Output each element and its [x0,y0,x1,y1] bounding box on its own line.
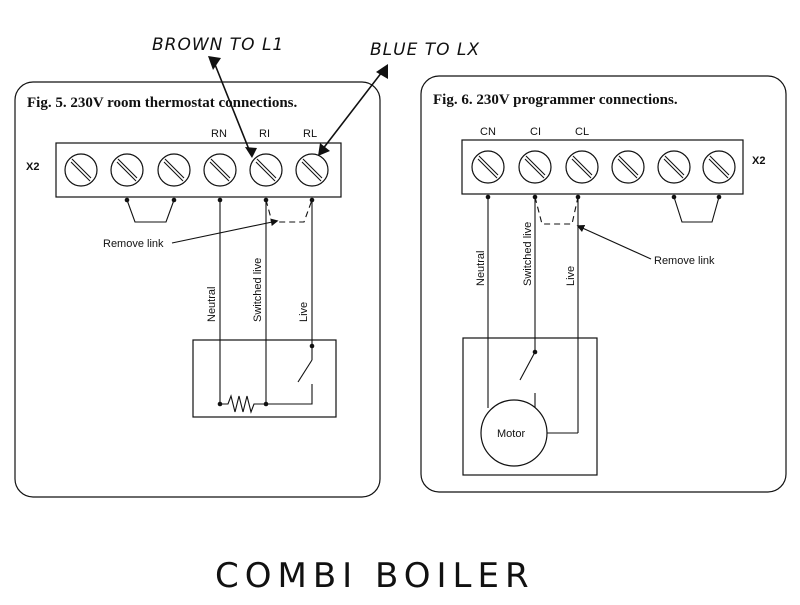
fig6-terminal-cl: CL [575,126,589,138]
fig6-terminal-strip [461,139,744,195]
motor-icon [480,399,548,467]
screw-terminal-icon [611,150,645,184]
screw-terminal-icon [565,150,599,184]
fig5-remove-link [265,199,313,223]
fig5-wire-live: Live [298,302,310,322]
bottom-note: COMBI BOILER [215,556,535,596]
fig6-terminal-ci: CI [530,126,541,138]
fig5-thermostat-box [192,339,337,418]
pen-arrow-icon [376,64,388,79]
fig6-remove-link-arrow [576,225,652,260]
screw-terminal-icon [249,153,283,187]
switch-icon [297,359,313,383]
fig5-fixed-link [126,199,175,223]
blue-note: BLUE TO LX [370,40,480,60]
screw-terminal-icon [657,150,691,184]
fig5-panel: Fig. 5. 230V room thermostat connections… [14,81,381,498]
fig6-wire-switched-live: Switched live [522,222,534,286]
pen-arrow-icon [321,71,383,151]
fig5-title: Fig. 5. 230V room thermostat connections… [27,95,297,111]
fig6-remove-link-label: Remove link [654,255,715,267]
fig6-strip-label: X2 [752,155,765,167]
pen-arrow-icon [208,56,221,70]
fig5-terminal-ri: RI [259,128,270,140]
fig5-terminal-rn: RN [211,128,227,140]
switch-icon [519,351,536,381]
fig6-panel: Fig. 6. 230V programmer connections. CN … [420,75,787,493]
brown-note: BROWN TO L1 [152,35,284,55]
screw-terminal-icon [702,150,736,184]
pen-arrow-icon [245,147,257,158]
fig5-wire-switched-live: Switched live [252,258,264,322]
fig5-terminal-rl: RL [303,128,317,140]
fig6-wire-live: Live [565,266,577,286]
screw-terminal-icon [110,153,144,187]
screw-terminal-icon [518,150,552,184]
fig5-switch-return [266,384,313,405]
fig5-strip-label: X2 [26,161,39,173]
fig6-title: Fig. 6. 230V programmer connections. [433,92,678,108]
fig6-wire-neutral: Neutral [475,251,487,286]
fig6-fixed-link [673,196,720,223]
screw-terminal-icon [471,150,505,184]
fig6-motor-label: Motor [497,428,525,440]
fig6-border [420,75,787,493]
screw-terminal-icon [64,153,98,187]
fig6-programmer-box [462,337,598,476]
fig5-border [14,81,381,498]
pen-arrow-icon [213,61,251,153]
screw-terminal-icon [203,153,237,187]
fig5-terminal-strip [55,142,342,198]
fig5-wire-neutral: Neutral [206,287,218,322]
fig5-remove-link-label: Remove link [103,238,164,250]
pen-arrow-icon [318,143,330,156]
screw-terminal-icon [295,153,329,187]
fig6-terminal-cn: CN [480,126,496,138]
fig6-remove-link [534,196,579,225]
resistor-icon [220,394,266,414]
screw-terminal-icon [157,153,191,187]
fig5-remove-link-arrow [171,218,279,244]
